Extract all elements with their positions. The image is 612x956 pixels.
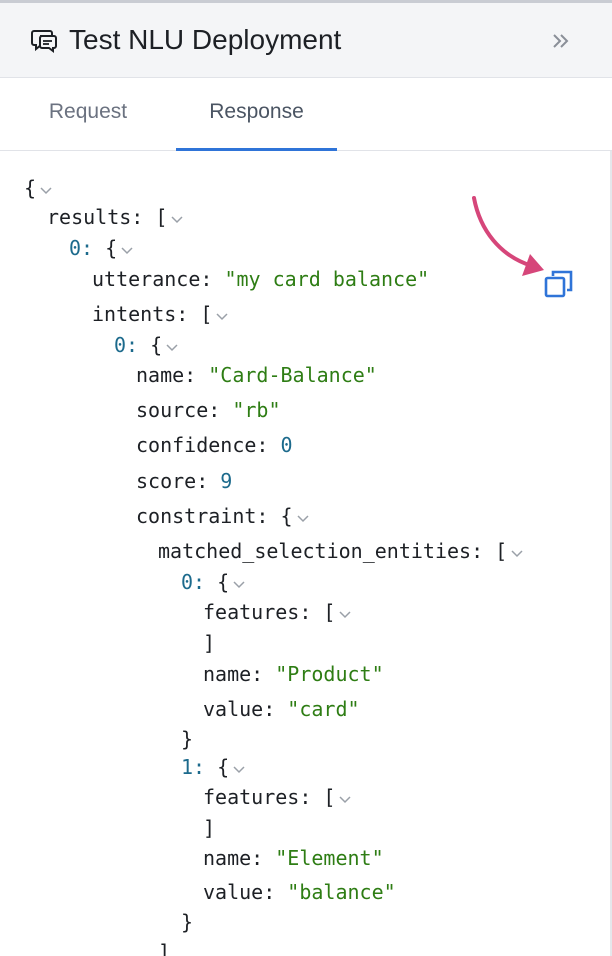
chevron-down-icon[interactable] [39,185,53,195]
json-string: "balance" [287,880,396,904]
chevron-down-icon[interactable] [232,764,246,774]
json-line: constraint: { [136,499,310,533]
json-number: 0 [280,433,293,457]
json-line: results: [ [47,200,184,234]
json-key: confidence: [136,433,269,457]
json-bracket: ] [203,816,216,840]
json-index: 0: [114,333,139,357]
json-line: 0: { [69,231,134,265]
json-number: 9 [220,469,233,493]
json-line: features: [ [203,595,352,629]
json-line: { [24,171,53,205]
json-string: "Card-Balance" [208,363,377,387]
chevron-down-icon[interactable] [510,548,524,558]
json-brace: } [181,910,194,934]
json-key: source: [136,398,221,422]
json-bracket: [ [200,302,213,326]
active-tab-indicator [176,148,337,151]
chevron-down-icon[interactable] [120,245,134,255]
json-key: matched_selection_entities: [158,539,484,563]
json-key: value: [203,880,276,904]
tab-bar: Request Response [0,78,612,151]
json-brace: } [181,727,194,751]
tab-request-label: Request [48,100,128,123]
json-index: 1: [181,755,206,779]
json-line: 0: { [114,328,179,362]
json-line: 0: { [181,565,246,599]
json-line: name: "Element" [203,841,384,875]
json-bracket: [ [323,600,336,624]
chevron-down-icon[interactable] [338,794,352,804]
top-border [0,0,612,3]
json-key: features: [203,785,312,809]
json-line: ] [158,935,170,956]
chevron-down-icon[interactable] [232,579,246,589]
json-key: features: [203,600,312,624]
json-line: } [181,905,193,939]
json-key: score: [136,469,209,493]
json-string: "card" [287,697,360,721]
json-line: intents: [ [92,297,229,331]
json-bracket: [ [155,205,168,229]
json-brace: { [24,176,37,200]
tab-response[interactable]: Response [176,78,337,151]
json-line: features: [ [203,780,352,814]
json-line: } [181,722,193,756]
json-key: utterance: [92,267,213,291]
json-line: ] [203,811,215,845]
chevron-down-icon[interactable] [338,609,352,619]
json-brace: { [217,570,230,594]
json-brace: { [150,333,163,357]
json-line: score: 9 [136,464,232,498]
json-key: value: [203,697,276,721]
json-brace: { [280,504,293,528]
json-line: ] [203,626,215,660]
tab-request[interactable]: Request [0,78,176,150]
json-line: name: "Product" [203,657,384,691]
json-bracket: ] [203,631,216,655]
json-bracket: [ [323,785,336,809]
json-line: value: "card" [203,692,360,726]
chevron-down-icon[interactable] [165,342,179,352]
json-line: confidence: 0 [136,428,293,462]
json-brace: { [217,755,230,779]
json-line: 1: { [181,750,246,784]
json-string: "my card balance" [224,267,430,291]
json-line: source: "rb" [136,393,281,427]
json-brace: { [105,236,118,260]
json-index: 0: [181,570,206,594]
json-line: value: "balance" [203,875,396,909]
json-string: "Element" [275,846,384,870]
json-string: "rb" [232,398,281,422]
chevron-down-icon[interactable] [170,214,184,224]
annotation-arrow-icon [472,196,544,276]
json-key: results: [47,205,144,229]
json-index: 0: [69,236,94,260]
json-line: utterance: "my card balance" [92,262,429,296]
json-line: matched_selection_entities: [ [158,534,524,568]
json-key: name: [203,846,264,870]
json-key: name: [203,662,264,686]
double-chevron-right-icon[interactable] [549,29,573,53]
json-viewer: { results: [ 0: { utterance: "my card ba… [0,151,612,956]
json-bracket: ] [158,940,171,956]
json-line: name: "Card-Balance" [136,358,377,392]
tab-response-label: Response [209,100,304,123]
json-bracket: [ [495,539,508,563]
panel-title: Test NLU Deployment [69,24,342,55]
chat-icon [31,30,57,53]
copy-icon[interactable] [543,268,575,300]
json-key: constraint: [136,504,269,528]
json-key: intents: [92,302,189,326]
chevron-down-icon[interactable] [215,311,229,321]
json-string: "Product" [275,662,384,686]
json-key: name: [136,363,197,387]
panel-header: Test NLU Deployment [0,3,612,78]
chevron-down-icon[interactable] [296,513,310,523]
